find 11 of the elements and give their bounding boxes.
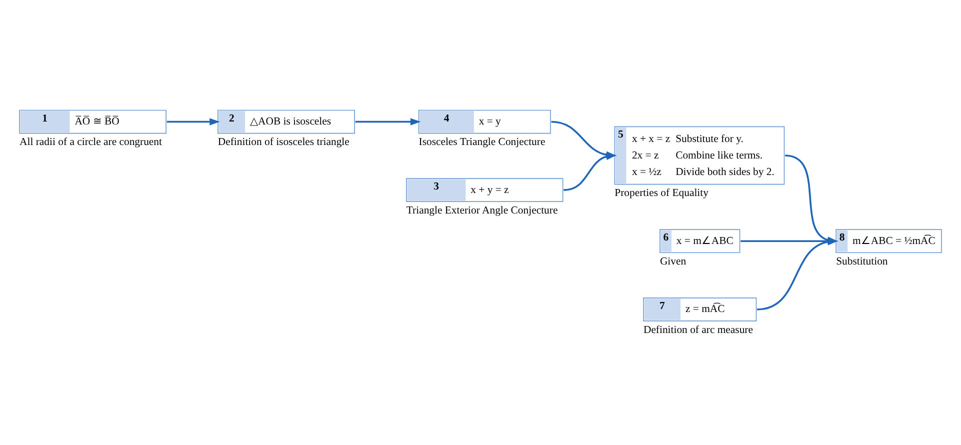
node-label: Given — [660, 254, 686, 267]
node-label: Triangle Exterior Angle Conjecture — [406, 204, 558, 216]
node-label: Isosceles Triangle Conjecture — [418, 136, 546, 148]
node-label: Properties of Equality — [614, 186, 708, 199]
node-label: Substitution — [836, 254, 888, 267]
arrow — [166, 118, 220, 125]
arrow — [551, 120, 617, 158]
node-label: Definition of arc measure — [643, 323, 753, 336]
arrow — [355, 118, 421, 125]
node-label: Definition of isosceles triangle — [218, 136, 350, 148]
node-label: All radii of a circle are congruent — [20, 136, 162, 148]
